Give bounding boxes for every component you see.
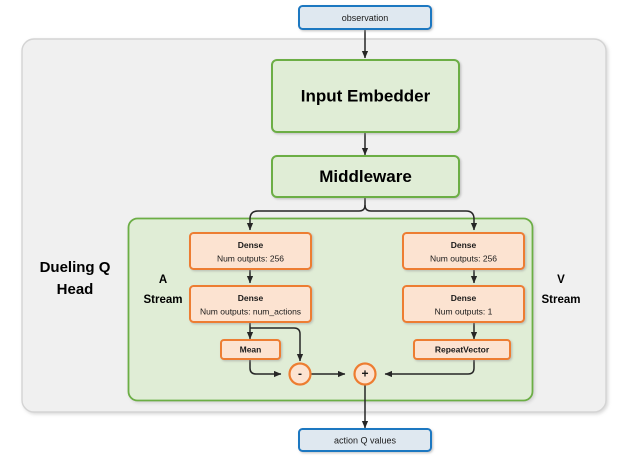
v-dense-256-box[interactable] <box>402 232 525 270</box>
a-stream-label-line2: Stream <box>144 294 183 306</box>
input-embedder-label: Input Embedder <box>301 86 431 105</box>
a-dense-num-actions[interactable]: Dense Num outputs: num_actions <box>189 285 312 323</box>
input-embedder-node[interactable]: Input Embedder <box>271 59 460 133</box>
v-stream-label-line1: V <box>557 274 565 286</box>
subtract-operator-symbol: - <box>298 367 302 381</box>
add-operator-circle[interactable] <box>353 362 377 386</box>
a-dense-num-actions-title: Dense <box>238 293 264 303</box>
observation-box[interactable] <box>298 5 432 30</box>
repeat-vector-node[interactable]: RepeatVector <box>413 339 511 360</box>
edge-repeatvector-to-add <box>384 358 475 378</box>
action-q-values-box[interactable] <box>298 428 432 452</box>
add-operator-symbol: + <box>361 367 368 381</box>
observation-node[interactable]: observation <box>298 5 432 30</box>
v-dense-256-title: Dense <box>451 240 477 250</box>
a-dense-256[interactable]: Dense Num outputs: 256 <box>189 232 312 270</box>
a-dense-num-actions-subtitle: Num outputs: num_actions <box>200 306 301 316</box>
middleware-node[interactable]: Middleware <box>271 155 460 198</box>
v-dense-256[interactable]: Dense Num outputs: 256 <box>402 232 525 270</box>
v-dense-1-subtitle: Num outputs: 1 <box>435 306 493 316</box>
mean-label: Mean <box>240 344 262 354</box>
middleware-box[interactable] <box>271 155 460 198</box>
subtract-operator-circle[interactable] <box>288 362 312 386</box>
mean-box[interactable] <box>220 339 281 360</box>
middleware-label: Middleware <box>319 167 412 186</box>
a-stream-label-line1: A <box>159 274 167 286</box>
edge-a-dense-actions-to-subtract <box>250 327 304 362</box>
add-operator[interactable]: + <box>353 362 377 386</box>
v-dense-1-box[interactable] <box>402 285 525 323</box>
observation-label: observation <box>342 13 389 23</box>
a-dense-256-title: Dense <box>238 240 264 250</box>
dueling-q-head-label-line2: Head <box>57 281 94 298</box>
a-stream-label: A Stream <box>144 274 183 306</box>
mean-node[interactable]: Mean <box>220 339 281 360</box>
repeat-vector-box[interactable] <box>413 339 511 360</box>
edge-mean-to-subtract <box>249 358 282 378</box>
v-stream-label: V Stream <box>542 274 581 306</box>
v-dense-1[interactable]: Dense Num outputs: 1 <box>402 285 525 323</box>
a-dense-num-actions-box[interactable] <box>189 285 312 323</box>
action-q-values-label: action Q values <box>334 435 397 445</box>
edge-middleware-to-v-stream <box>364 204 478 231</box>
subtract-operator[interactable]: - <box>288 362 312 386</box>
v-stream-label-line2: Stream <box>542 294 581 306</box>
v-dense-1-title: Dense <box>451 293 477 303</box>
repeat-vector-label: RepeatVector <box>435 344 490 354</box>
input-embedder-box[interactable] <box>271 59 460 133</box>
dueling-q-head-label: Dueling Q Head <box>40 259 111 298</box>
a-dense-256-box[interactable] <box>189 232 312 270</box>
action-q-values-node[interactable]: action Q values <box>298 428 432 452</box>
a-dense-256-subtitle: Num outputs: 256 <box>217 253 284 263</box>
edge-middleware-to-a-stream <box>246 204 366 231</box>
v-dense-256-subtitle: Num outputs: 256 <box>430 253 497 263</box>
dueling-q-head-label-line1: Dueling Q <box>40 259 111 276</box>
